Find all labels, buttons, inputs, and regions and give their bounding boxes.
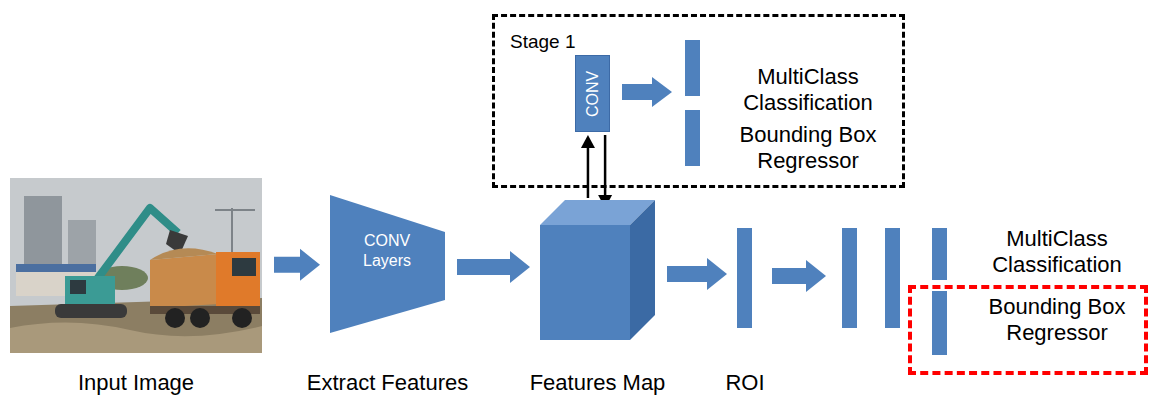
cube-shape [540, 200, 655, 340]
highlight-region: Bounding Box Regressor [908, 285, 1148, 375]
conv-box: CONV [575, 55, 610, 132]
fully-connected-bars [842, 228, 947, 355]
output-label: MultiClass Classification [977, 226, 1137, 278]
connector [598, 135, 612, 208]
caption: ROI [720, 370, 770, 396]
output-label: Bounding Box Regressor [723, 122, 893, 174]
output-label: Bounding Box Regressor [974, 294, 1140, 346]
connector [667, 258, 727, 290]
layer-text: CONV Layers [350, 231, 424, 271]
caption: Input Image [10, 370, 262, 396]
roi-bar: ROI [720, 228, 770, 402]
roi-bar-shape [737, 228, 752, 328]
block-arrow [772, 260, 826, 292]
stage-region: Stage 1 MultiClass ClassificationBounding… [492, 14, 905, 188]
block-arrow [622, 77, 672, 107]
caption: Extract Features [300, 370, 475, 396]
photo-illustration [10, 178, 262, 353]
conv-text: CONV [584, 70, 602, 116]
connector [274, 249, 320, 281]
feature-map: Features Map [520, 200, 675, 402]
connector [457, 251, 530, 283]
conv-layers: CONV LayersExtract Features [300, 195, 475, 402]
input-image: Input Image [10, 178, 262, 402]
caption: Features Map [520, 370, 675, 396]
stage1-output-bars [685, 40, 700, 166]
output-label: MultiClass Classification [723, 64, 893, 116]
stage-title: Stage 1 [510, 31, 600, 53]
connector [581, 135, 595, 198]
trapezoid-fill [330, 195, 445, 333]
